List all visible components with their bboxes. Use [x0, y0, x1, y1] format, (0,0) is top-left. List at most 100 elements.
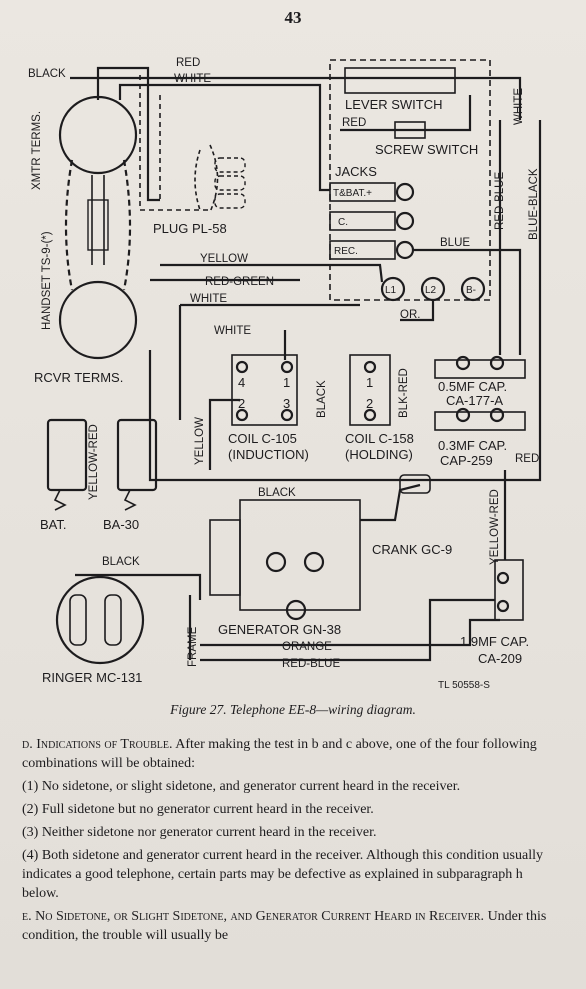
label-white-right: WHITE	[513, 88, 525, 125]
label-coil158-a: COIL C-158	[345, 431, 414, 446]
crank	[360, 483, 421, 522]
cap2-terminal-2	[489, 407, 505, 423]
cap3-terminal-1	[496, 571, 510, 585]
wire-black-top	[70, 76, 522, 120]
wire-orange	[200, 618, 500, 647]
label-h1: 1	[366, 375, 373, 390]
label-generator: GENERATOR GN-38	[218, 622, 341, 637]
label-cap3-a: 1.9MF CAP.	[460, 634, 529, 649]
generator-screw-2	[303, 551, 325, 573]
jack-screw-1	[395, 182, 415, 202]
battery-springs	[53, 489, 137, 511]
wire-white-mid	[178, 303, 360, 420]
label-red-screw: RED	[342, 117, 366, 129]
wire-yellow	[160, 263, 384, 283]
label-jack2: C.	[338, 217, 348, 228]
label-blk-red-v: BLK-RED	[398, 368, 410, 418]
label-coil105-a: COIL C-105	[228, 431, 297, 446]
label-screw-switch: SCREW SWITCH	[375, 142, 478, 157]
coil105-terminal-2	[235, 408, 249, 422]
label-t1: 1	[283, 375, 290, 390]
jack-c	[329, 211, 396, 231]
plug-pin-2	[214, 175, 246, 191]
label-ba30: BA-30	[103, 517, 139, 532]
wire-white-top	[118, 83, 330, 192]
coil105-terminal-1	[280, 360, 294, 374]
page-number: 43	[284, 8, 302, 27]
jack-tbat	[329, 182, 396, 202]
cap-ca177a	[434, 359, 526, 379]
label-coil158-b: (HOLDING)	[345, 447, 413, 462]
cap-ca209	[494, 559, 524, 621]
label-red-cap: RED	[515, 453, 539, 465]
label-handset: HANDSET TS-9-(*)	[41, 231, 53, 330]
item-1: (1) No sidetone, or slight sidetone, and…	[22, 779, 461, 794]
paragraph-d: d. Indications of Trouble. After making …	[22, 735, 554, 773]
label-yellow-red-v: YELLOW-RED	[88, 424, 100, 500]
wire-black-gen	[148, 350, 520, 482]
plug-pin-1	[214, 157, 246, 173]
cap2-terminal-1	[455, 407, 471, 423]
coil-c105	[231, 354, 298, 426]
item-2: (2) Full sidetone but no generator curre…	[22, 802, 374, 817]
label-bminus: B-	[466, 285, 476, 296]
label-t3: 3	[283, 396, 290, 411]
coil158-terminal-1	[363, 360, 377, 374]
item-3: (3) Neither sidetone nor generator curre…	[22, 825, 377, 840]
label-red-top: RED	[176, 57, 200, 69]
label-plug: PLUG PL-58	[153, 221, 227, 236]
label-t2: 2	[238, 396, 245, 411]
crank-handle	[399, 474, 431, 494]
cap-cap259	[434, 411, 526, 431]
label-rcvr: RCVR TERMS.	[34, 370, 123, 385]
jack-screw-2	[395, 211, 415, 231]
label-red-blue-bottom: RED-BLUE	[282, 658, 340, 670]
terminal-bminus	[460, 276, 486, 302]
lever-switch	[344, 67, 456, 94]
rcvr-circle	[58, 280, 138, 360]
battery-2	[116, 418, 158, 492]
figure-caption: Figure 27. Telephone EE-8—wiring diagram…	[170, 702, 416, 717]
jack-screw-3	[395, 240, 415, 260]
generator-screw-3	[285, 599, 307, 621]
body-text: d. Indications of Trouble. After making …	[22, 735, 554, 949]
label-black-ringer: BLACK	[102, 556, 140, 568]
label-black-gen: BLACK	[258, 487, 296, 499]
paragraph-e: e. No Sidetone, or Slight Sidetone, and …	[22, 907, 554, 945]
label-black-top: BLACK	[28, 68, 66, 80]
terminal-l1	[380, 276, 406, 302]
wire-red-screw	[340, 95, 472, 132]
label-coil105-b: (INDUCTION)	[228, 447, 309, 462]
label-black-v: BLACK	[316, 380, 328, 418]
ringer-outline	[55, 575, 145, 665]
plug-outline	[139, 75, 210, 211]
label-l2: L2	[425, 285, 437, 296]
label-jacks: JACKS	[335, 164, 377, 179]
cap1-terminal-2	[489, 355, 505, 371]
generator-body	[239, 499, 361, 611]
generator-screw-1	[265, 551, 287, 573]
label-cap3-b: CA-209	[478, 651, 522, 666]
label-yellow-v: YELLOW	[194, 417, 206, 465]
wire-blue	[413, 248, 522, 355]
label-lever-switch: LEVER SWITCH	[345, 97, 443, 112]
coil158-terminal-2	[363, 408, 377, 422]
generator-magnet	[209, 519, 241, 596]
jack-rec	[329, 240, 396, 260]
label-red-blue-v: RED-BLUE	[494, 172, 506, 230]
cap1-terminal-1	[455, 355, 471, 371]
label-bat: BAT.	[40, 517, 67, 532]
label-xmtr: XMTR TERMS.	[31, 111, 43, 190]
handset-body	[64, 159, 132, 291]
label-blue: BLUE	[440, 237, 470, 249]
label-frame-v: FRAME	[187, 626, 199, 667]
label-crank: CRANK GC-9	[372, 542, 452, 557]
label-h2: 2	[366, 396, 373, 411]
handset-switch	[87, 199, 109, 251]
item-4: (4) Both sidetone and generator current …	[22, 848, 543, 901]
wire-red-top	[96, 66, 160, 202]
wire-black-ringer	[75, 573, 202, 600]
cap3-terminal-2	[496, 599, 510, 613]
battery-1	[46, 418, 88, 492]
